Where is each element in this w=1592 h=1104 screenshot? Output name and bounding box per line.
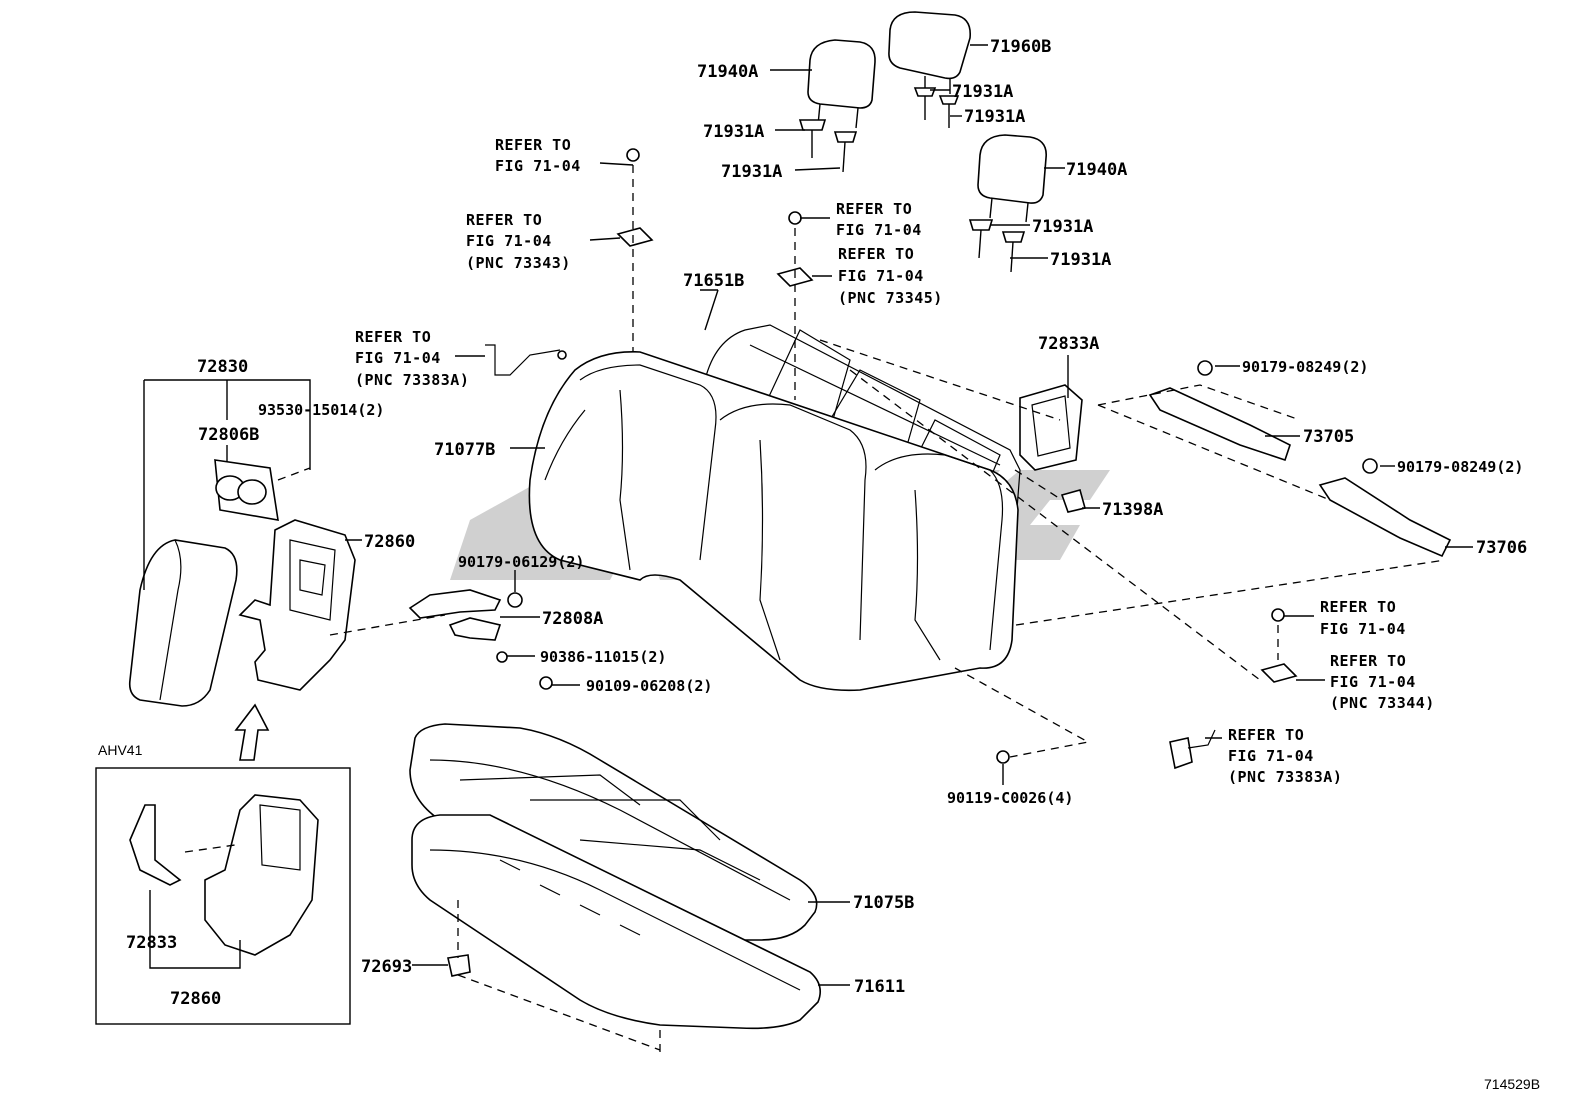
seat-cushion-71075B [409, 723, 818, 941]
dashed-lines [184, 165, 1446, 1052]
wire-harness-left [485, 344, 567, 376]
wire-harness-right [1169, 729, 1216, 770]
label-71940A-top: 71940A [697, 62, 758, 82]
svg-text:FIG 71-04: FIG 71-04 [836, 221, 922, 239]
label-72833-inset: 72833 [126, 933, 177, 953]
label-90179-06129: 90179-06129(2) [458, 553, 584, 571]
label-71077B: 71077B [434, 440, 495, 460]
label-72808A: 72808A [542, 609, 603, 629]
label-71931A-3: 71931A [703, 122, 764, 142]
headrest-71960B [888, 11, 972, 94]
label-90179-08249-1: 90179-08249(2) [1242, 358, 1368, 376]
svg-text:REFER TO: REFER TO [1228, 726, 1304, 744]
clip-72693 [447, 954, 471, 977]
label-93530: 93530-15014(2) [258, 401, 384, 419]
label-73705: 73705 [1303, 427, 1354, 447]
label-71075B: 71075B [853, 893, 914, 913]
headrest-guide-pins [798, 87, 1026, 273]
refer-note-3: REFER TO FIG 71-04 [836, 200, 922, 239]
svg-text:(PNC 73344): (PNC 73344) [1330, 694, 1435, 712]
hinge-bracket-72808A [408, 589, 553, 690]
svg-text:FIG 71-04: FIG 71-04 [495, 157, 581, 175]
armrest-hinge-72806B [214, 459, 279, 521]
armrest-housing-72860 [238, 519, 356, 691]
figure-code: 714529B [1484, 1076, 1540, 1092]
inset-box-ahv41 [95, 767, 351, 1025]
svg-text:REFER TO: REFER TO [836, 200, 912, 218]
label-71940A-right: 71940A [1066, 160, 1127, 180]
label-72833A: 72833A [1038, 334, 1099, 354]
headrest-71940A-top [807, 39, 876, 129]
label-90109: 90109-06208(2) [586, 677, 712, 695]
refer-note-4: REFER TO FIG 71-04 (PNC 73345) [838, 245, 943, 307]
label-72830: 72830 [197, 357, 248, 377]
label-71931A-2: 71931A [964, 107, 1025, 127]
seatback-cover-71077B [528, 351, 1019, 692]
svg-text:REFER TO: REFER TO [1320, 598, 1396, 616]
label-71931A-1: 71931A [952, 82, 1013, 102]
svg-text:(PNC 73383A): (PNC 73383A) [355, 371, 469, 389]
label-90119: 90119-C0026(4) [947, 789, 1073, 807]
bracket-73706 [1318, 458, 1452, 558]
svg-text:REFER TO: REFER TO [355, 328, 431, 346]
svg-text:FIG 71-04: FIG 71-04 [1320, 620, 1406, 638]
svg-text:FIG 71-04: FIG 71-04 [1330, 673, 1416, 691]
label-71960B: 71960B [990, 37, 1051, 57]
svg-text:(PNC 73345): (PNC 73345) [838, 289, 943, 307]
svg-text:REFER TO: REFER TO [495, 136, 571, 154]
label-90386: 90386-11015(2) [540, 648, 666, 666]
clip-71398A [1060, 489, 1086, 513]
label-72860-inset: 72860 [170, 989, 221, 1009]
label-73706: 73706 [1476, 538, 1527, 558]
armrest-72830 [128, 539, 238, 707]
leader-lines [143, 44, 1473, 986]
svg-text:FIG 71-04: FIG 71-04 [1228, 747, 1314, 765]
label-inset-ahv41: AHV41 [98, 742, 143, 758]
svg-text:(PNC 73343): (PNC 73343) [466, 254, 571, 272]
label-71611: 71611 [854, 977, 905, 997]
svg-text:FIG 71-04: FIG 71-04 [355, 349, 441, 367]
striker-72833A [1019, 384, 1083, 471]
part-labels: 71940A 71960B 71931A 71931A 71931A 71931… [98, 37, 1540, 1092]
svg-text:REFER TO: REFER TO [838, 245, 914, 263]
bracket-73705 [1148, 360, 1291, 462]
label-71931A-6: 71931A [1050, 250, 1111, 270]
label-72806B: 72806B [198, 425, 259, 445]
label-71931A-4: 71931A [721, 162, 782, 182]
svg-text:FIG 71-04: FIG 71-04 [838, 267, 924, 285]
headrest-71940A-right [977, 134, 1047, 223]
label-72693: 72693 [361, 957, 412, 977]
label-72860: 72860 [364, 532, 415, 552]
svg-text:REFER TO: REFER TO [466, 211, 542, 229]
svg-text:(PNC 73383A): (PNC 73383A) [1228, 768, 1342, 786]
seat-frame-71611 [411, 814, 821, 1030]
refer-note-2: REFER TO FIG 71-04 (PNC 73343) [466, 211, 571, 272]
svg-text:FIG 71-04: FIG 71-04 [466, 232, 552, 250]
refer-labels: REFER TO FIG 71-04 REFER TO FIG 71-04 (P… [355, 136, 1435, 786]
label-71931A-5: 71931A [1032, 217, 1093, 237]
label-71651B: 71651B [683, 271, 744, 291]
label-90179-08249-2: 90179-08249(2) [1397, 458, 1523, 476]
label-71398A: 71398A [1102, 500, 1163, 520]
refer-note-8: REFER TO FIG 71-04 (PNC 73383A) [1228, 726, 1342, 786]
refer-note-6: REFER TO FIG 71-04 [1320, 598, 1406, 638]
refer-note-1: REFER TO FIG 71-04 [495, 136, 581, 175]
arrow-up [234, 703, 270, 761]
refer-note-5: REFER TO FIG 71-04 (PNC 73383A) [355, 328, 469, 389]
svg-text:REFER TO: REFER TO [1330, 652, 1406, 670]
refer-note-7: REFER TO FIG 71-04 (PNC 73344) [1330, 652, 1435, 712]
